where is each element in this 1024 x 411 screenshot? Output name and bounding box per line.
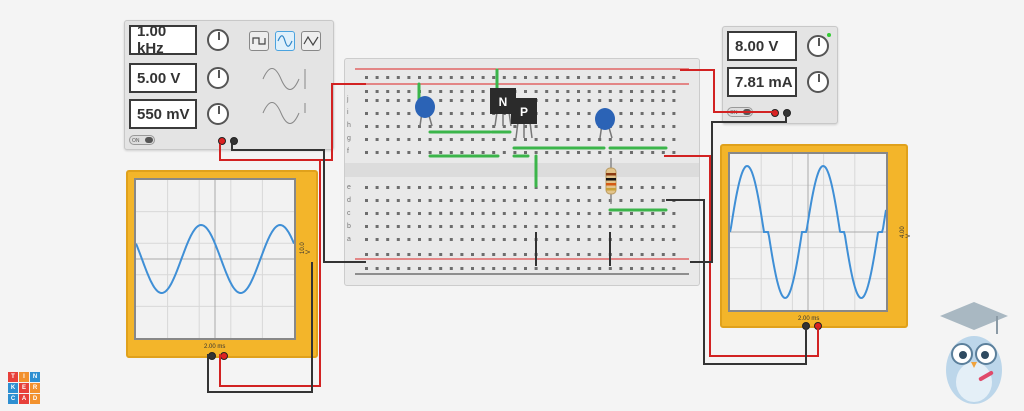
- oscilloscope-right[interactable]: 4.00 V 2.00 ms: [720, 144, 912, 330]
- sine-wave-icon: [277, 35, 293, 47]
- logo-letter: T: [8, 372, 18, 382]
- row-label: d: [347, 197, 351, 204]
- offset-knob[interactable]: [207, 103, 229, 125]
- amplitude-knob[interactable]: [207, 67, 229, 89]
- ps-negative-terminal[interactable]: [783, 109, 791, 117]
- row-label: g: [347, 135, 351, 142]
- row-label: c: [347, 210, 351, 217]
- logo-letter: I: [19, 372, 29, 382]
- fg-positive-terminal[interactable]: [218, 137, 226, 145]
- fg-negative-terminal[interactable]: [230, 137, 238, 145]
- power-indicator-led: [827, 33, 831, 37]
- right-vertical-scale-label: 4.00 V: [900, 226, 912, 238]
- row-label: b: [347, 223, 351, 230]
- oscilloscope-right-screen: [728, 152, 888, 312]
- left-scope-probe-red[interactable]: [220, 352, 228, 360]
- offset-diagram-icon: [262, 102, 306, 124]
- row-label: h: [347, 122, 351, 129]
- fg-power-switch[interactable]: ON: [129, 135, 155, 145]
- right-scope-probe-red[interactable]: [814, 322, 822, 330]
- oscilloscope-left-screen: [134, 178, 296, 340]
- row-label: a: [347, 236, 351, 243]
- left-time-scale-label: 2.00 ms: [204, 344, 226, 350]
- tinkercad-logo: T I N K E R C A D: [8, 372, 40, 404]
- frequency-display: 1.00 kHz: [129, 23, 197, 57]
- frequency-knob[interactable]: [207, 29, 229, 51]
- row-labels-bottom: e d c b a: [347, 181, 355, 246]
- logo-letter: R: [30, 383, 40, 393]
- ps-power-switch[interactable]: ON: [727, 107, 753, 117]
- logo-letter: D: [30, 394, 40, 404]
- row-label: i: [347, 109, 349, 116]
- left-vertical-scale-label: 10.0 V: [300, 242, 312, 254]
- amplitude-display: 5.00 V: [129, 63, 197, 93]
- logo-letter: C: [8, 394, 18, 404]
- owl-mascot-icon: [940, 302, 1008, 404]
- sine-wave-button[interactable]: [275, 31, 295, 51]
- amplitude-diagram-icon: [262, 68, 306, 90]
- current-display: 7.81 mA: [727, 67, 797, 97]
- oscilloscope-left[interactable]: 10.0 V 2.00 ms: [126, 170, 318, 360]
- row-label: f: [347, 148, 349, 155]
- row-labels-top: j i h g f: [347, 93, 355, 158]
- voltage-display: 8.00 V: [727, 31, 797, 61]
- logo-letter: E: [19, 383, 29, 393]
- power-supply[interactable]: 8.00 V 7.81 mA ON: [722, 26, 838, 124]
- current-knob[interactable]: [807, 71, 829, 93]
- logo-letter: K: [8, 383, 18, 393]
- oscilloscope-right-plot: [729, 154, 887, 310]
- triangle-wave-icon: [303, 35, 319, 47]
- square-wave-icon: [252, 37, 266, 45]
- logo-letter: A: [19, 394, 29, 404]
- ps-positive-terminal[interactable]: [771, 109, 779, 117]
- function-generator[interactable]: 1.00 kHz 5.00 V 550 mV ON: [124, 20, 334, 150]
- square-wave-button[interactable]: [249, 31, 269, 51]
- oscilloscope-left-plot: [135, 180, 295, 338]
- triangle-wave-button[interactable]: [301, 31, 321, 51]
- right-scope-probe-black[interactable]: [802, 322, 810, 330]
- breadboard[interactable]: j i h g f e d c b a: [344, 58, 700, 286]
- row-label: e: [347, 184, 351, 191]
- voltage-knob[interactable]: [807, 35, 829, 57]
- breadboard-holes: [345, 68, 699, 275]
- left-scope-probe-black[interactable]: [208, 352, 216, 360]
- dc-offset-display: 550 mV: [129, 99, 197, 129]
- row-label: j: [347, 96, 349, 103]
- logo-letter: N: [30, 372, 40, 382]
